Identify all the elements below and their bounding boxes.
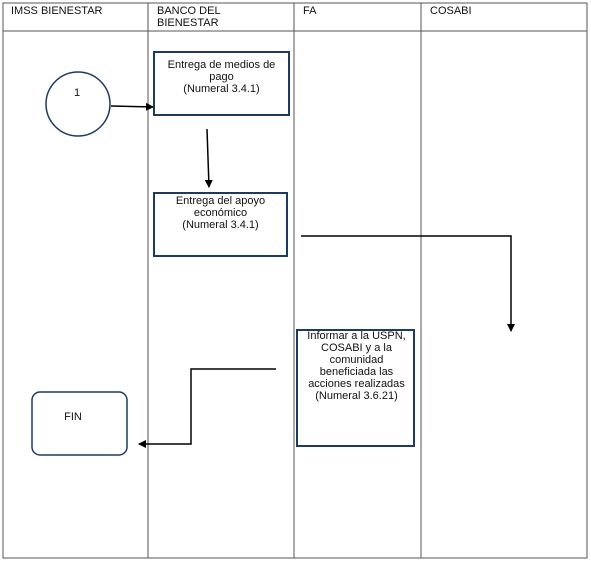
informar-line3: comunidad bbox=[329, 354, 384, 366]
entrega-medios-text: Entrega de medios de pago (Numeral 3.4.1… bbox=[156, 59, 287, 95]
lane-imss-label: IMSS BIENESTAR bbox=[11, 5, 103, 17]
entrega-apoyo-line2: económico bbox=[193, 207, 248, 219]
arrow-apoyo-to-cosabi bbox=[301, 235, 515, 332]
lane-banco-label-line2: BIENESTAR bbox=[157, 17, 219, 29]
lane-header-banco: BANCO DEL BIENESTAR bbox=[157, 5, 287, 29]
informar-text: Informar a la USPN, COSABI y a la comuni… bbox=[298, 330, 415, 402]
arrow-informar-to-fin bbox=[138, 368, 276, 448]
start-connector-label: 1 bbox=[66, 87, 88, 99]
lane-banco-label-line1: BANCO DEL bbox=[157, 5, 221, 17]
informar-line1: Informar a la USPN, bbox=[307, 330, 406, 342]
entrega-apoyo-line1: Entrega del apoyo bbox=[175, 195, 266, 207]
connector-number: 1 bbox=[73, 87, 81, 99]
entrega-apoyo-text: Entrega del apoyo económico (Numeral 3.4… bbox=[155, 195, 286, 231]
lane-banco-line1: BANCO DEL bbox=[157, 5, 287, 17]
lane-header-imss: IMSS BIENESTAR bbox=[11, 5, 102, 17]
entrega-medios-line1: Entrega de medios de bbox=[167, 59, 276, 71]
fin-label: FIN bbox=[64, 411, 82, 423]
fin-text: FIN bbox=[56, 411, 90, 423]
start-connector-circle bbox=[45, 71, 111, 137]
box-entrega-apoyo bbox=[153, 192, 288, 257]
arrow-medios-to-apoyo bbox=[204, 128, 213, 188]
box-entrega-medios bbox=[153, 51, 290, 116]
informar-line5: acciones realizadas bbox=[308, 378, 405, 390]
lane-header-cosabi: COSABI bbox=[430, 5, 472, 17]
box-informar bbox=[296, 329, 415, 447]
lane-fa-label: FA bbox=[303, 5, 317, 17]
box-fin bbox=[31, 391, 128, 456]
informar-line4: beneficiada las bbox=[319, 366, 394, 378]
informar-line2: COSABI y a la bbox=[321, 342, 392, 354]
entrega-medios-line2: pago bbox=[209, 71, 234, 83]
lane-header-fa: FA bbox=[303, 5, 316, 17]
lane-cosabi-label: COSABI bbox=[430, 5, 472, 17]
entrega-apoyo-line3: (Numeral 3.4.1) bbox=[182, 219, 259, 231]
informar-line6: (Numeral 3.6.21) bbox=[315, 390, 398, 402]
arrow-connector-to-medios bbox=[110, 102, 154, 111]
entrega-medios-line3: (Numeral 3.4.1) bbox=[183, 83, 260, 95]
